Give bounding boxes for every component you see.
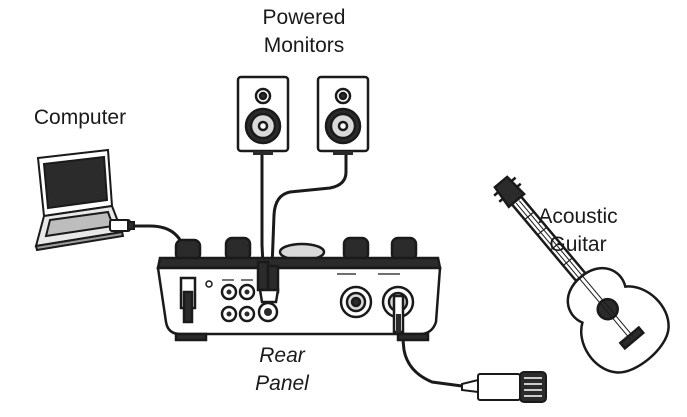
label-powered-monitors-line1: Powered — [262, 6, 346, 29]
acoustic-guitar-icon — [493, 175, 670, 374]
label-computer: Computer — [33, 106, 127, 129]
microphone-icon — [461, 371, 547, 403]
label-acoustic-guitar-line2: Guitar — [549, 233, 607, 256]
guitar-cable — [400, 328, 464, 388]
monitor-left-icon — [236, 75, 290, 155]
monitor-left-cable — [260, 148, 265, 267]
label-rear-panel-line2: Panel — [255, 372, 309, 395]
label-rear-panel-line1: Rear — [259, 344, 305, 367]
laptop-icon — [34, 148, 135, 252]
label-powered-monitors-line2: Monitors — [263, 34, 345, 57]
monitor-right-icon — [316, 75, 370, 155]
label-acoustic-guitar-line1: Acoustic — [538, 205, 618, 228]
interface-knobs — [174, 236, 418, 262]
monitor-right-cable — [270, 148, 348, 270]
audio-interface-icon — [156, 236, 442, 342]
